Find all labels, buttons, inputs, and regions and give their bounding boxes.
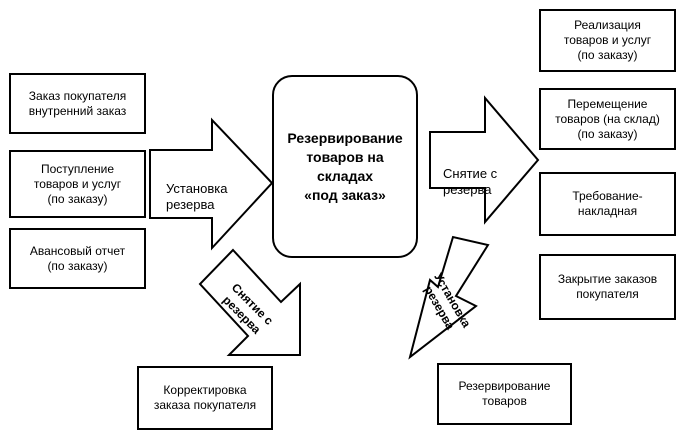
right-box-label: Реализация товаров и услуг (по заказу): [563, 18, 652, 62]
right-box-label: Требование- накладная: [572, 189, 643, 218]
center-box-label: Резервирование товаров на складах «под з…: [287, 129, 403, 203]
left-arrow: [149, 117, 274, 251]
left-arrow-label: Установка резерва: [166, 165, 227, 213]
left-arrow-label-text: Установка резерва: [166, 181, 228, 212]
right-box-label: Перемещение товаров (на склад) (по заказ…: [555, 96, 660, 141]
left-box-label: Заказ покупателя внутренний заказ: [28, 88, 127, 118]
right-box-requisition: Требование- накладная: [539, 172, 676, 236]
right-box-label: Закрытие заказов покупателя: [557, 272, 658, 301]
right-arrow-label: Снятие с резерва: [443, 150, 497, 198]
bottom-left-arrow: [198, 248, 301, 356]
right-box-sales: Реализация товаров и услуг (по заказу): [539, 9, 676, 72]
right-arrow: [429, 95, 540, 225]
bottom-left-box: Корректировка заказа покупателя: [137, 366, 273, 430]
bottom-right-arrow: [408, 235, 490, 360]
bottom-right-box-label: Резервирование товаров: [458, 379, 551, 408]
left-box-label: Поступление товаров и услуг (по заказу): [33, 161, 122, 206]
center-box: Резервирование товаров на складах «под з…: [272, 75, 418, 258]
right-box-close-orders: Закрытие заказов покупателя: [539, 254, 676, 320]
bottom-right-box: Резервирование товаров: [437, 363, 572, 425]
bottom-left-box-label: Корректировка заказа покупателя: [153, 383, 257, 412]
left-box-customer-order: Заказ покупателя внутренний заказ: [9, 73, 146, 134]
left-box-advance-report: Авансовый отчет (по заказу): [9, 228, 146, 289]
left-box-label: Авансовый отчет (по заказу): [29, 243, 126, 273]
right-arrow-label-text: Снятие с резерва: [443, 166, 498, 197]
left-box-receipt: Поступление товаров и услуг (по заказу): [9, 150, 146, 218]
right-box-transfer: Перемещение товаров (на склад) (по заказ…: [539, 88, 676, 150]
